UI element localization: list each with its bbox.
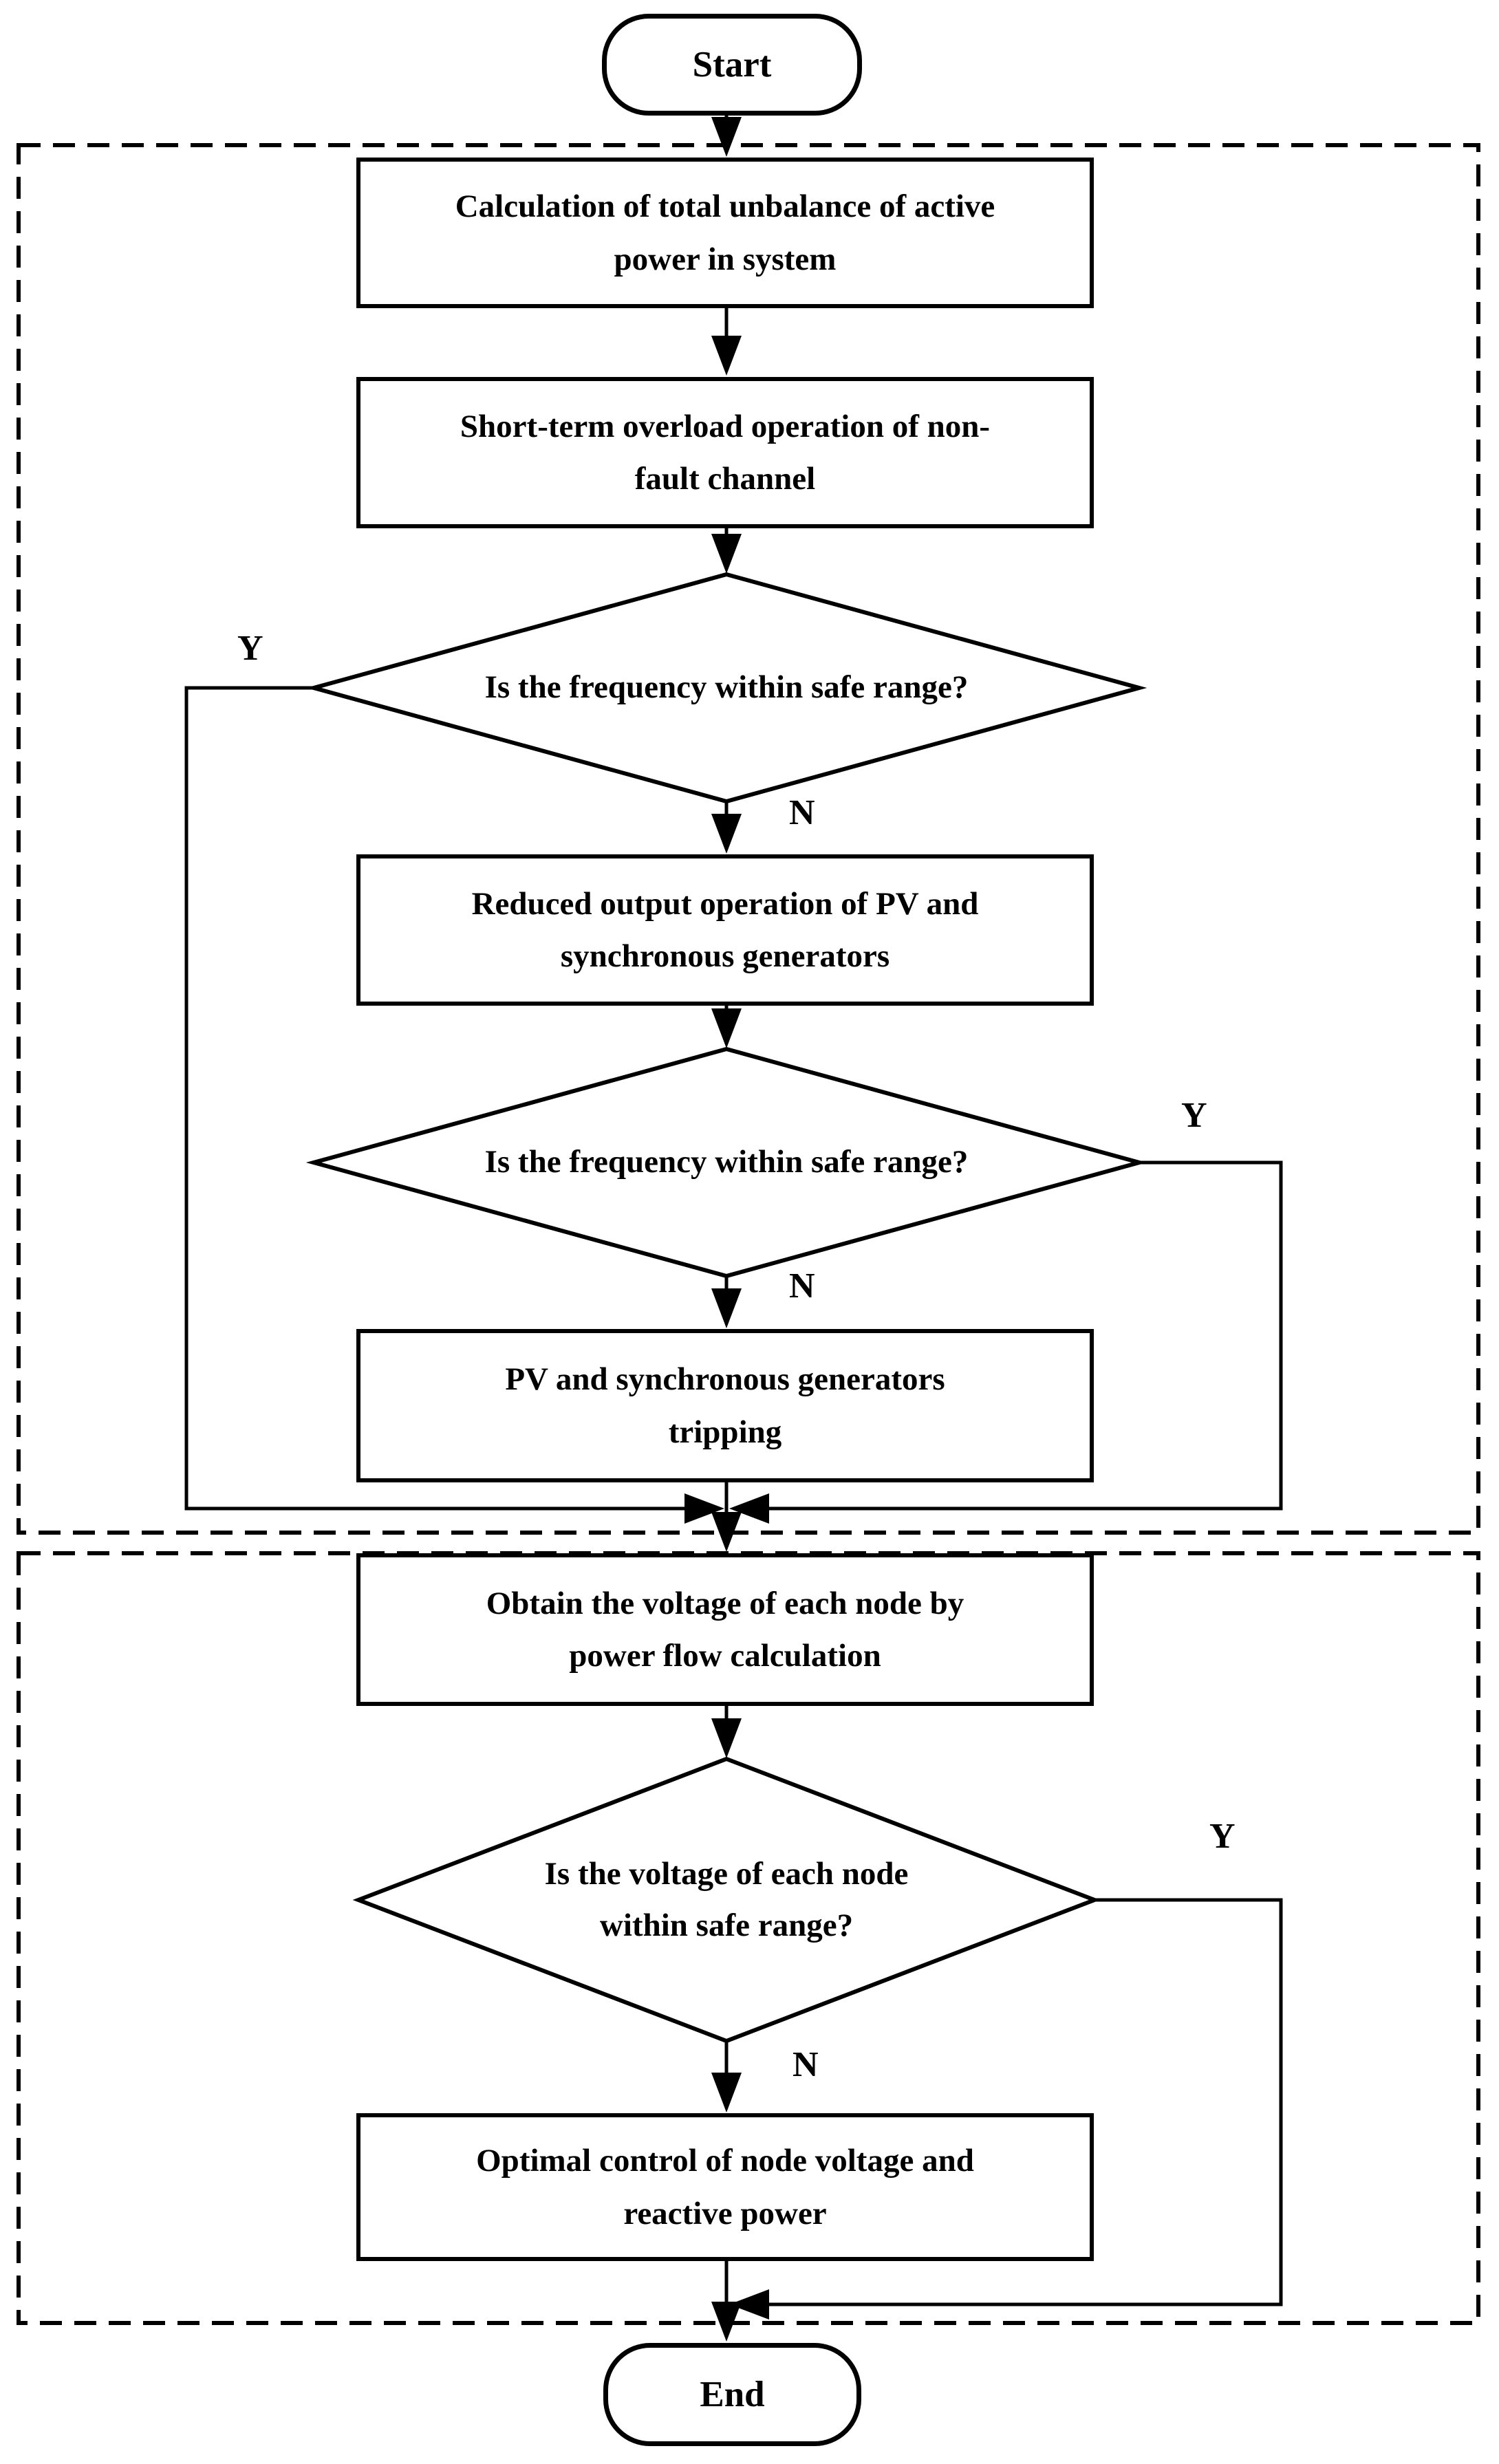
decision-frequency-2-shape: [305, 1046, 1147, 1279]
decision-frequency-1-label: Is the frequency within safe range?: [484, 669, 969, 706]
step-reduced-output: Reduced output operation of PV and synch…: [356, 854, 1094, 1006]
step-short-term-overload: Short-term overload operation of non- fa…: [356, 377, 1094, 528]
arrow-start-to-calc: [711, 114, 742, 157]
label-no-2: N: [789, 1266, 815, 1306]
decision-frequency-1-shape: [305, 572, 1147, 804]
branch-freqcheck2-yes: [729, 1160, 1283, 1524]
arrow-overload-to-freqcheck1: [711, 528, 742, 574]
arrow-obtain-to-voltagecheck: [711, 1706, 742, 1758]
branch-voltagecheck-yes: [729, 1898, 1283, 2320]
decision-voltage-shape: [352, 1756, 1101, 2044]
step-calc-unbalance: Calculation of total unbalance of active…: [356, 158, 1094, 308]
step-generators-tripping: PV and synchronous generators tripping: [356, 1329, 1094, 1482]
arrow-calc-to-overload: [711, 308, 742, 376]
step-optimal-control: Optimal control of node voltage and reac…: [356, 2113, 1094, 2261]
start-label: Start: [692, 45, 772, 85]
end-label: End: [700, 2375, 765, 2414]
arrow-reduced-to-freqcheck2: [711, 1006, 742, 1048]
decision-voltage-label: Is the voltage of each node within safe …: [544, 1855, 909, 1943]
step-obtain-voltage: Obtain the voltage of each node by power…: [356, 1553, 1094, 1706]
label-yes-1: Y: [237, 629, 263, 668]
decision-frequency-2-label: Is the frequency within safe range?: [484, 1144, 969, 1180]
label-no-3: N: [792, 2045, 819, 2084]
arrow-freqcheck1-no-to-reduced: [711, 801, 742, 854]
start-node: Start: [602, 14, 862, 116]
label-yes-3: Y: [1209, 1817, 1236, 1856]
step-obtain-voltage-label: Obtain the voltage of each node by power…: [486, 1585, 964, 1674]
step-optimal-control-label: Optimal control of node voltage and reac…: [476, 2143, 974, 2231]
decision-frequency-2-text: Is the frequency within safe range?: [314, 1135, 1139, 1190]
arrow-voltagecheck-no-to-optimal: [711, 2041, 742, 2112]
arrow-freqcheck2-no-to-tripping: [711, 1276, 742, 1328]
decision-frequency-1-text: Is the frequency within safe range?: [314, 660, 1139, 715]
label-no-1: N: [789, 793, 815, 832]
label-yes-2: Y: [1181, 1096, 1207, 1135]
branch-freqcheck1-yes: [184, 686, 724, 1524]
frequency-control-section-border: [17, 143, 1480, 1535]
step-calc-unbalance-label: Calculation of total unbalance of active…: [455, 188, 995, 277]
step-generators-tripping-label: PV and synchronous generators tripping: [505, 1361, 945, 1450]
step-reduced-output-label: Reduced output operation of PV and synch…: [471, 885, 979, 974]
arrow-tripping-to-obtain-voltage: [711, 1482, 742, 1552]
decision-voltage-text: Is the voltage of each node within safe …: [358, 1828, 1094, 1972]
step-short-term-overload-label: Short-term overload operation of non- fa…: [460, 408, 991, 497]
end-node: End: [603, 2343, 861, 2446]
arrow-optimal-to-end: [711, 2261, 742, 2342]
